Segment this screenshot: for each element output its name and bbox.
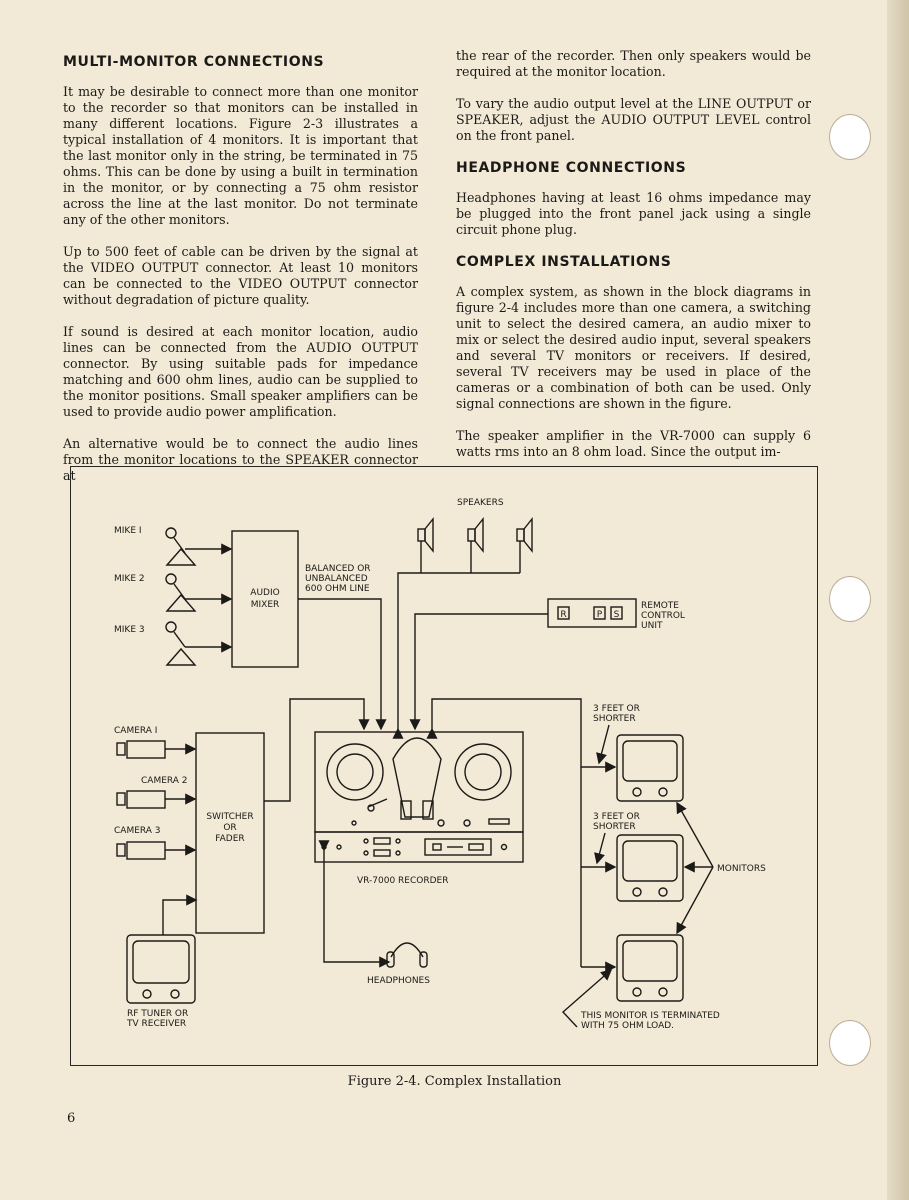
headphones-icon: [386, 942, 428, 968]
label-camera-3: CAMERA 3: [114, 826, 161, 836]
label-headphones: HEADPHONES: [367, 976, 430, 986]
paragraph: To vary the audio output level at the LI…: [456, 96, 811, 143]
label-cable-length: SHORTER: [593, 822, 636, 832]
label-mike-3: MIKE 3: [114, 625, 145, 635]
label-cable-length: SHORTER: [593, 714, 636, 724]
audio-mixer-box: [231, 530, 299, 668]
switcher-box: [195, 732, 265, 934]
monitor-icon: [616, 734, 684, 802]
label-audio-mixer: AUDIO: [250, 588, 279, 598]
camera-icon: [116, 790, 166, 809]
paragraph: A complex system, as shown in the block …: [456, 284, 811, 411]
paragraph: It may be desirable to connect more than…: [63, 84, 418, 227]
camera-icon: [116, 740, 166, 759]
remote-key: S: [614, 610, 620, 620]
punch-hole-bottom: [829, 1020, 871, 1066]
microphone-icon: [165, 573, 197, 612]
label-switcher: FADER: [215, 834, 244, 844]
paragraph: If sound is desired at each monitor loca…: [63, 324, 418, 419]
microphone-icon: [165, 621, 197, 666]
paragraph: The speaker amplifier in the VR-7000 can…: [456, 428, 811, 459]
heading-complex-installations: COMPLEX INSTALLATIONS: [456, 254, 672, 270]
figure-caption: Figure 2-4. Complex Installation: [347, 1074, 562, 1089]
paragraph: the rear of the recorder. Then only spea…: [456, 48, 811, 79]
label-rf-tuner: RF TUNER OR: [127, 1009, 188, 1019]
label-cable-length: 3 FEET OR: [593, 704, 640, 714]
paragraph: Up to 500 feet of cable can be driven by…: [63, 244, 418, 307]
label-remote: UNIT: [641, 621, 663, 631]
paragraph: An alternative would be to connect the a…: [63, 436, 418, 483]
label-terminated: THIS MONITOR IS TERMINATED: [580, 1011, 720, 1021]
punch-hole-top: [829, 114, 871, 160]
speaker-icon: [417, 517, 434, 553]
label-monitors: MONITORS: [717, 864, 766, 874]
monitor-icon: [616, 934, 684, 1002]
left-column: MULTI-MONITOR CONNECTIONS It may be desi…: [63, 48, 418, 500]
label-terminated: WITH 75 OHM LOAD.: [581, 1021, 674, 1031]
remote-key: R: [560, 610, 566, 620]
label-remote: REMOTE: [641, 601, 679, 611]
block-diagram: MIKE I MIKE 2 MIKE 3 AUDIO MIXER BALANCE…: [114, 498, 766, 1031]
page-number: 6: [67, 1111, 76, 1126]
paragraph: Headphones having at least 16 ohms imped…: [456, 190, 811, 237]
camera-icon: [116, 841, 166, 860]
label-camera-2: CAMERA 2: [141, 776, 188, 786]
label-line-type: 600 OHM LINE: [305, 584, 370, 594]
label-cable-length: 3 FEET OR: [593, 812, 640, 822]
label-audio-mixer: MIXER: [251, 600, 280, 610]
label-camera-1: CAMERA I: [114, 726, 157, 736]
recorder-illustration: [314, 731, 524, 863]
page-edge: [887, 0, 909, 1200]
label-line-type: BALANCED OR: [305, 564, 371, 574]
microphone-icon: [165, 527, 197, 566]
speaker-icon: [467, 517, 484, 553]
label-switcher: SWITCHER: [206, 812, 253, 822]
heading-headphone-connections: HEADPHONE CONNECTIONS: [456, 160, 687, 176]
punch-hole-middle: [829, 576, 871, 622]
speaker-icon: [516, 517, 533, 553]
remote-key: P: [597, 610, 603, 620]
label-mike-2: MIKE 2: [114, 574, 145, 584]
monitor-icon: [616, 834, 684, 902]
label-line-type: UNBALANCED: [305, 574, 368, 584]
figure-complex-installation: MIKE I MIKE 2 MIKE 3 AUDIO MIXER BALANCE…: [70, 466, 818, 1066]
label-recorder: VR-7000 RECORDER: [357, 876, 449, 886]
label-remote: CONTROL: [641, 611, 685, 621]
heading-multi-monitor: MULTI-MONITOR CONNECTIONS: [63, 54, 325, 70]
label-speakers: SPEAKERS: [457, 498, 504, 508]
remote-control-unit: [547, 598, 637, 628]
label-rf-tuner: TV RECEIVER: [126, 1019, 186, 1029]
label-switcher: OR: [223, 823, 236, 833]
right-column: the rear of the recorder. Then only spea…: [456, 48, 811, 476]
tv-receiver-icon: [126, 934, 196, 1004]
label-mike-1: MIKE I: [114, 526, 142, 536]
